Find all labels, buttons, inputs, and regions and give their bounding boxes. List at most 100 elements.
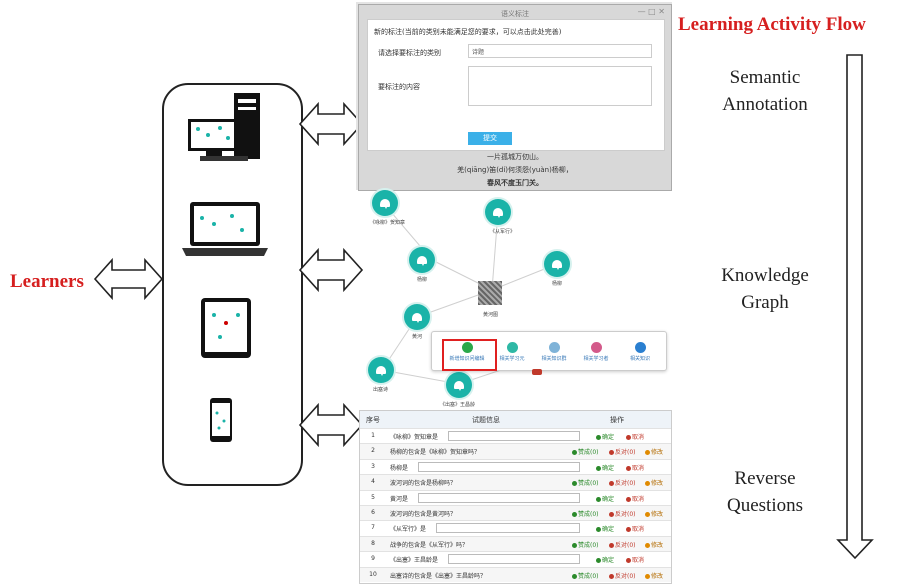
confirm-label: 确定 — [602, 434, 615, 441]
confirm-label: 确定 — [602, 557, 615, 565]
graph-node[interactable] — [544, 251, 570, 277]
modify-button[interactable]: 修改 — [645, 571, 663, 580]
agree-button[interactable]: 赞成(0) — [572, 478, 599, 487]
flow-down-arrow — [836, 54, 874, 560]
confirm-button[interactable]: 确定 — [596, 463, 614, 472]
modify-button[interactable]: 修改 — [645, 540, 663, 549]
oppose-button[interactable]: 反对(0) — [609, 478, 636, 487]
graph-node[interactable] — [485, 199, 511, 225]
annotation-dialog: 语义标注 — □ ✕ 新的标注(当前的类别未能满足您的要求，可以点击此处完善) … — [358, 4, 672, 191]
cancel-button[interactable]: 取消 — [626, 432, 644, 441]
stage-knowledge-graph: Knowledge Graph — [700, 262, 830, 316]
question-text: 出塞诗的包含是《出塞》王昌龄吗？ — [390, 572, 487, 580]
dialog-title: 语义标注 — [501, 10, 529, 18]
agree-button[interactable]: 赞成(0) — [572, 447, 599, 456]
modify-button[interactable]: 修改 — [645, 478, 663, 487]
content-textarea[interactable] — [468, 66, 652, 106]
question-text: 波河词的包含是黄河吗？ — [390, 511, 457, 518]
river-image[interactable] — [478, 281, 502, 305]
poem-line: 春风不度玉门关。 — [487, 179, 543, 187]
question-text: 波河词的包含是杨柳吗？ — [390, 480, 457, 488]
flow-title: Learning Activity Flow — [678, 14, 866, 35]
question-text: 《出塞》王昌龄是 — [390, 557, 439, 565]
stage-line: Graph — [741, 292, 789, 313]
graph-node-label: 杨柳 — [417, 277, 428, 283]
poem-line: 羌(qiāng)笛(dí)何须怨(yuàn)杨柳， — [457, 166, 573, 174]
tool-label: 相关学习者 — [583, 356, 609, 362]
confirm-button[interactable]: 确定 — [596, 555, 614, 564]
oppose-label: 反对(0) — [615, 449, 636, 457]
oppose-button[interactable]: 反对(0) — [609, 571, 636, 580]
content-label: 要标注的内容 — [378, 83, 420, 91]
answer-input[interactable] — [448, 554, 580, 565]
row-number: 1 — [371, 432, 375, 439]
agree-button[interactable]: 赞成(0) — [572, 540, 599, 549]
type-label: 请选择要标注的类别 — [378, 49, 441, 57]
cancel-button[interactable]: 取消 — [626, 463, 644, 472]
answer-input[interactable] — [418, 492, 580, 503]
tool-related-learners[interactable]: 相关学习者 — [576, 342, 616, 362]
dialog-body: 新的标注(当前的类别未能满足您的要求，可以点击此处完善) 请选择要标注的类别 诗… — [367, 19, 665, 151]
agree-button[interactable]: 赞成(0) — [572, 509, 599, 518]
graph-context-toolbar: 新增知识问编辑 相关学习元 相关知识群 相关学习者 相关知识 — [431, 331, 667, 371]
graph-node[interactable] — [372, 190, 398, 216]
double-arrow-annotation — [298, 101, 364, 147]
graph-node[interactable] — [404, 304, 430, 330]
tool-label: 相关知识 — [629, 356, 650, 362]
answer-input[interactable] — [448, 431, 580, 441]
modify-button[interactable]: 修改 — [645, 509, 663, 518]
submit-button[interactable]: 提交 — [468, 132, 512, 145]
cancel-button[interactable]: 取消 — [626, 524, 644, 533]
row-number: 6 — [371, 509, 375, 516]
modify-button[interactable]: 修改 — [645, 447, 663, 456]
graph-node-label: 出塞诗 — [373, 387, 389, 393]
row-number: 5 — [371, 493, 375, 501]
check-icon — [572, 450, 577, 456]
oppose-label: 反对(0) — [615, 541, 636, 549]
check-icon — [596, 435, 601, 440]
check-icon — [596, 496, 601, 502]
close-icon — [626, 496, 631, 502]
highlight-box — [442, 339, 497, 371]
edit-icon — [645, 573, 650, 579]
oppose-button[interactable]: 反对(0) — [609, 540, 636, 549]
group-icon — [548, 342, 560, 353]
graph-node[interactable] — [446, 372, 472, 398]
add-icon — [461, 342, 473, 353]
check-icon — [572, 481, 577, 487]
close-icon — [626, 435, 631, 440]
type-select[interactable]: 诗题 — [468, 44, 652, 58]
graph-node[interactable] — [409, 247, 435, 273]
tool-related-knowledge[interactable]: 相关知识 — [620, 342, 660, 362]
poem-line: 一片孤城万仞山。 — [487, 153, 543, 161]
graph-node-label: 《咏柳》贺知章 — [370, 220, 406, 226]
oppose-button[interactable]: 反对(0) — [609, 447, 636, 456]
answer-input[interactable] — [418, 461, 580, 472]
dialog-note: 新的标注(当前的类别未能满足您的要求，可以点击此处完善) — [374, 28, 562, 36]
tool-related-groups[interactable]: 相关知识群 — [534, 342, 574, 362]
table-row: 6 波河词的包含是黄河吗？ 赞成(0) 反对(0) 修改 — [360, 505, 671, 521]
confirm-button[interactable]: 确定 — [596, 432, 614, 441]
confirm-button[interactable]: 确定 — [596, 524, 614, 533]
row-number: 2 — [371, 447, 375, 455]
agree-label: 赞成(0) — [578, 541, 599, 549]
stage-line: Knowledge — [721, 265, 809, 286]
cancel-button[interactable]: 取消 — [626, 494, 644, 503]
cancel-button[interactable]: 取消 — [626, 555, 644, 564]
oppose-button[interactable]: 反对(0) — [609, 509, 636, 518]
check-icon — [572, 573, 577, 579]
question-text: 战争的包含是《从军行》吗？ — [390, 541, 469, 549]
answer-input[interactable] — [436, 523, 580, 534]
header-op: 操作 — [610, 416, 624, 424]
tool-related-units[interactable]: 相关学习元 — [492, 342, 532, 362]
window-controls-icon[interactable]: — □ ✕ — [637, 7, 665, 16]
confirm-label: 确定 — [602, 464, 615, 472]
table-row: 9《出塞》王昌龄是确定取消 — [360, 551, 671, 567]
graph-node[interactable] — [368, 357, 394, 383]
modify-label: 修改 — [651, 449, 664, 457]
confirm-button[interactable]: 确定 — [596, 494, 614, 503]
close-icon — [626, 558, 631, 564]
agree-button[interactable]: 赞成(0) — [572, 571, 599, 580]
tool-add-edit[interactable]: 新增知识问编辑 — [447, 342, 487, 362]
